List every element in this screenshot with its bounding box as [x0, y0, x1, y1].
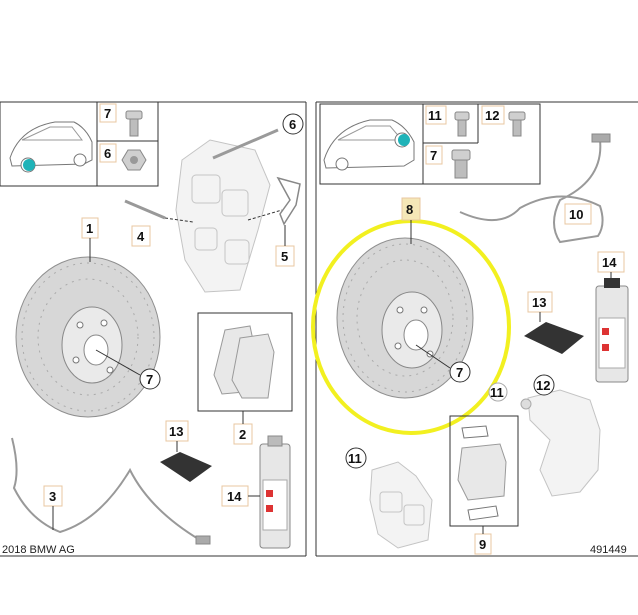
callout-paste: 13	[169, 424, 183, 439]
car-thumbnail-right: 11 12 7	[319, 103, 541, 185]
callout-pad-set: 9	[479, 537, 486, 552]
wheel-position-marker-right	[398, 134, 410, 146]
callout-nut-right: 7	[430, 148, 437, 163]
left-panel: 7 6 6 5 4	[0, 101, 307, 557]
diagram-number: 491449	[590, 544, 627, 556]
callout-paste-right: 13	[532, 295, 546, 310]
callout-guide-bolt: 6	[289, 117, 296, 132]
callout-spray-right: 14	[602, 255, 617, 270]
wear-sensor-right	[459, 139, 604, 244]
callout-nut: 6	[104, 146, 111, 161]
callout-spring-clip: 5	[281, 249, 288, 264]
bolt-icon-right	[454, 111, 470, 137]
callout-wear-sensor: 3	[49, 489, 56, 504]
copyright-label: 2018 BMW AG	[2, 544, 75, 556]
brake-pads	[197, 312, 293, 412]
callout-caliper-mount-a: 11	[490, 385, 504, 400]
paste-tube-right	[524, 322, 584, 354]
caliper-ghost-right	[369, 461, 433, 549]
paste-tube	[160, 452, 212, 482]
flange-bolt-icon	[508, 111, 526, 137]
callout-wear-sensor-right: 10	[569, 207, 583, 222]
pin	[124, 199, 166, 220]
right-panel: 11 12 7 10 8 7 13	[311, 101, 638, 557]
callout-pin: 4	[137, 229, 145, 244]
callout-disc-screw-right: 7	[456, 365, 463, 380]
wheel-position-marker	[23, 159, 35, 171]
spring-clip	[276, 176, 301, 226]
callout-disc-screw: 7	[146, 372, 153, 387]
wear-sensor-cable	[11, 437, 201, 541]
callout-bolt-a: 11	[428, 108, 442, 123]
callout-spray: 14	[227, 489, 242, 504]
brake-disc	[15, 256, 161, 418]
nut-icon	[121, 149, 147, 171]
callout-brake-disc: 1	[86, 221, 93, 236]
callout-brake-disc-highlighted: 8	[406, 202, 413, 217]
callout-brake-pads: 2	[239, 427, 246, 442]
guide-bolt	[212, 128, 279, 160]
callout-bolt: 7	[104, 106, 111, 121]
bolt-icon	[125, 110, 143, 137]
brake-disc-highlighted	[336, 237, 474, 399]
callout-bolt-b: 12	[485, 108, 499, 123]
car-thumbnail: 7 6	[0, 101, 159, 187]
pad-set	[449, 415, 519, 527]
nut-icon-right	[451, 149, 471, 179]
spray-can-right	[595, 278, 629, 383]
caliper-ghost	[175, 139, 271, 293]
caliper-mount-ghost	[520, 389, 601, 497]
callout-caliper-right: 11	[348, 451, 362, 466]
spray-can	[259, 435, 291, 549]
callout-caliper-mount-b: 12	[536, 378, 550, 393]
